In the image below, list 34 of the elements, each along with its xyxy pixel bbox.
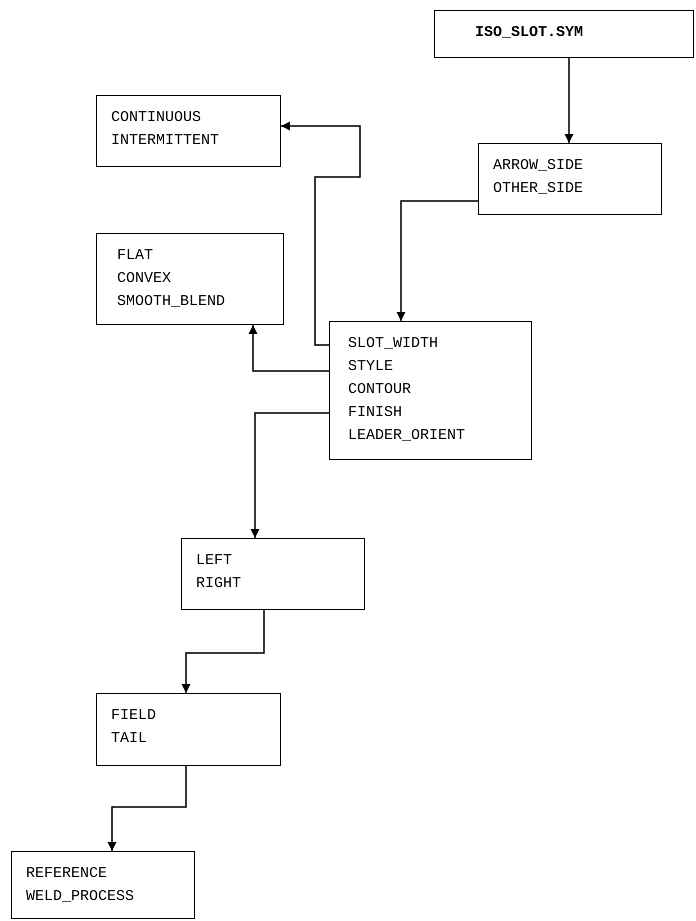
option-box xyxy=(478,143,662,215)
option-label: LEADER_ORIENT xyxy=(348,426,466,446)
arrow xyxy=(108,766,187,851)
option-label: FINISH xyxy=(348,403,402,423)
option-label: SMOOTH_BLEND xyxy=(117,292,226,312)
option-label: TAIL xyxy=(111,729,148,749)
option-label: CONTINUOUS xyxy=(111,108,202,128)
arrow xyxy=(396,200,478,321)
option-box xyxy=(11,851,195,919)
arrow xyxy=(248,325,329,372)
option-label: CONVEX xyxy=(117,269,172,289)
option-label: OTHER_SIDE xyxy=(493,179,584,199)
arrow xyxy=(182,610,265,693)
arrow xyxy=(564,58,574,143)
option-box xyxy=(96,95,281,167)
option-box xyxy=(181,538,365,610)
option-label: WELD_PROCESS xyxy=(26,887,134,907)
option-box xyxy=(96,693,281,766)
option-box xyxy=(329,321,532,460)
option-label: ARROW_SIDE xyxy=(493,156,584,176)
option-box xyxy=(96,233,284,325)
arrow xyxy=(281,122,361,346)
option-label: REFERENCE xyxy=(26,864,108,884)
option-label: FIELD xyxy=(111,706,156,726)
option-label: RIGHT xyxy=(196,574,242,594)
option-label: FLAT xyxy=(117,246,154,266)
option-label: ISO_SLOT.SYM xyxy=(475,23,584,43)
option-label: STYLE xyxy=(348,357,394,377)
arrow xyxy=(250,412,329,538)
option-label: CONTOUR xyxy=(348,380,412,400)
option-label: SLOT_WIDTH xyxy=(348,334,438,354)
option-label: LEFT xyxy=(196,551,232,571)
option-box xyxy=(434,10,694,58)
option-label: INTERMITTENT xyxy=(111,131,220,151)
